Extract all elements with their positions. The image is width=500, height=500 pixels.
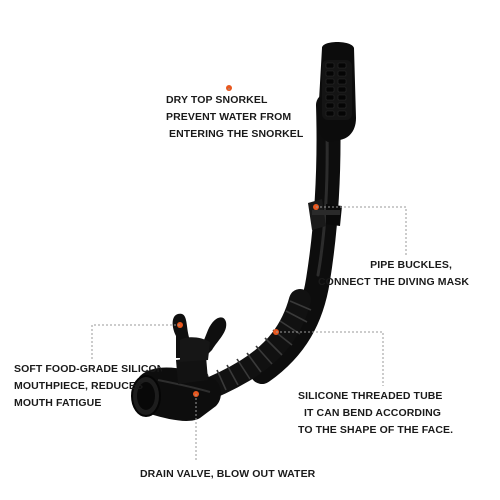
callout-line: CONNECT THE DIVING MASK [318,276,470,288]
callout-line: DRAIN VALVE, BLOW OUT WATER [140,468,316,480]
dry-top-head [317,42,356,142]
callout-dry-top-snorkel: DRY TOP SNORKEL PREVENT WATER FROM ENTER… [166,92,303,143]
callout-line: PREVENT WATER FROM [166,111,292,123]
callout-line: ENTERING THE SNORKEL [169,128,304,140]
callout-threaded-tube: SILICONE THREADED TUBE IT CAN BEND ACCOR… [298,388,453,439]
callout-line: TO THE SHAPE OF THE FACE. [298,424,454,436]
callout-pipe-buckles: PIPE BUCKLES, CONNECT THE DIVING MASK [318,257,470,291]
callout-mouthpiece: SOFT FOOD-GRADE SILICONE MOUTHPIECE, RED… [14,361,162,412]
callout-line: DRY TOP SNORKEL [166,94,268,106]
callout-line: MOUTHPIECE, REDUCES [14,380,144,392]
dry-top-vents [325,62,347,117]
callout-drain-valve: DRAIN VALVE, BLOW OUT WATER [140,466,315,483]
callout-line: SOFT FOOD-GRADE SILICONE [14,363,162,375]
callout-line: PIPE BUCKLES, [370,259,452,271]
callout-line: SILICONE THREADED TUBE [298,390,443,402]
callout-line: IT CAN BEND ACCORDING [304,407,442,419]
callout-line: MOUTH FATIGUE [14,397,102,409]
